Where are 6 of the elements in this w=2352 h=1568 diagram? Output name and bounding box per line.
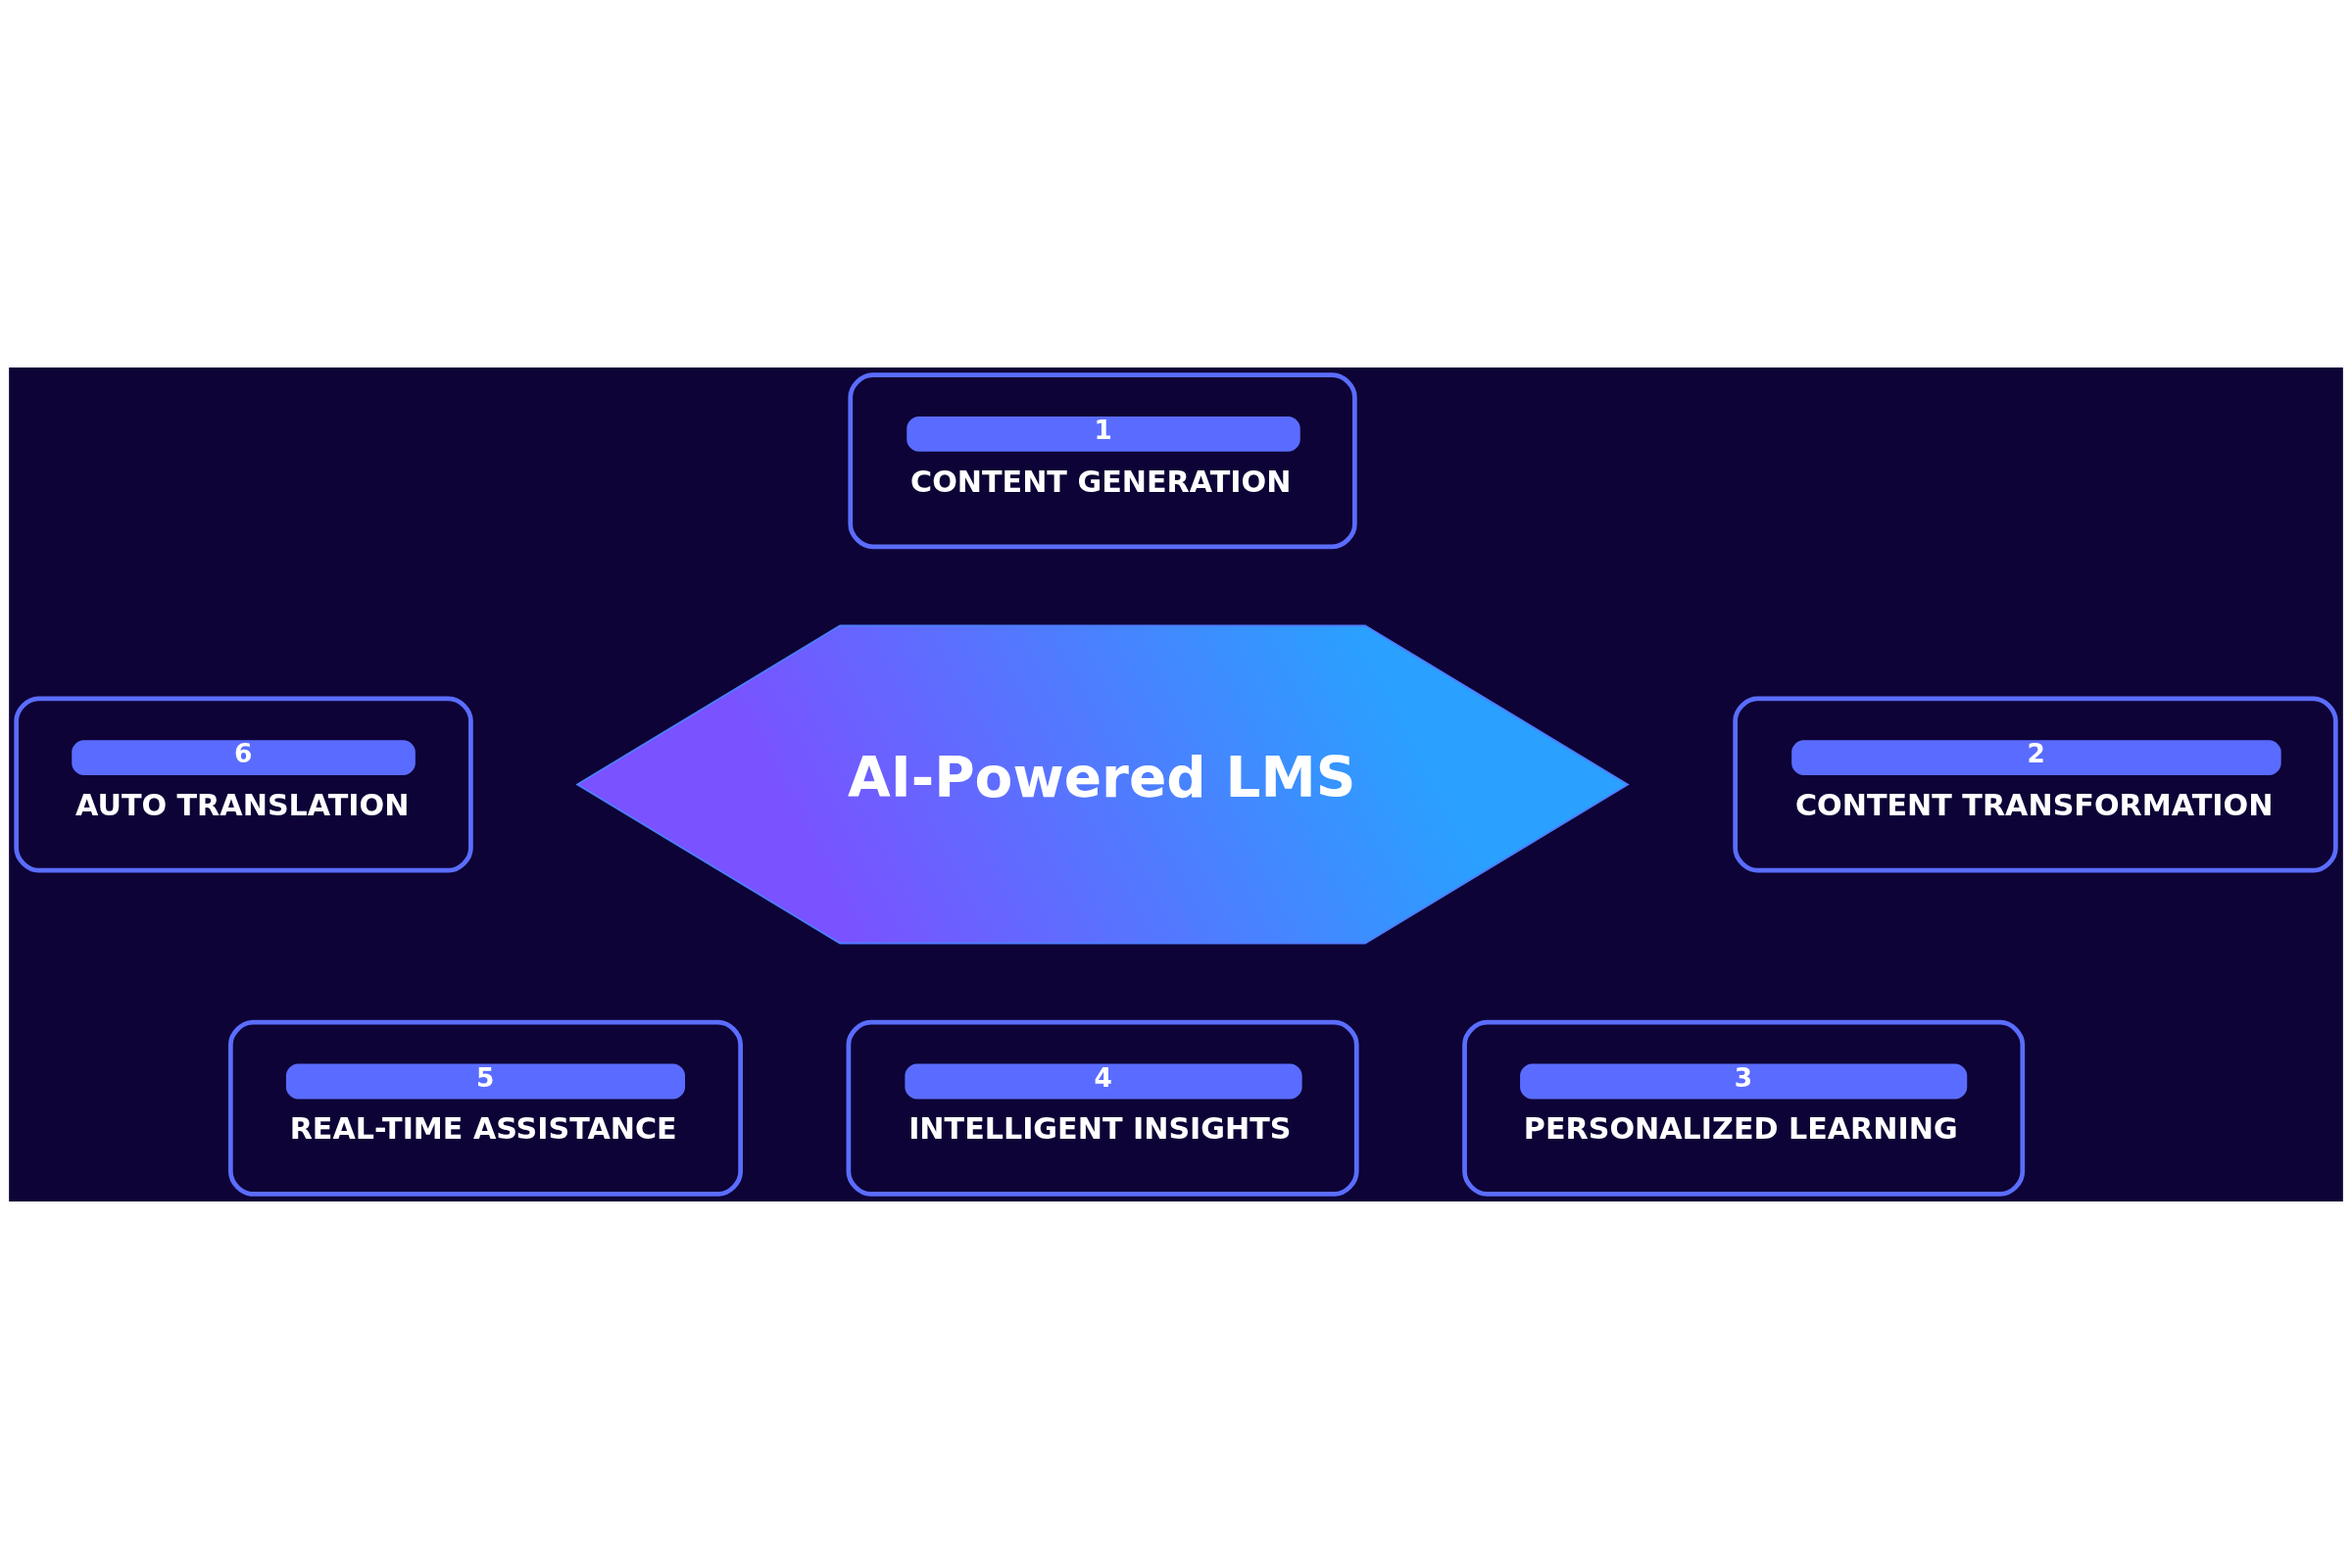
node-box: 2 CONTENT TRANSFORMATION bbox=[1733, 696, 2338, 872]
node-box: 6 AUTO TRANSLATION bbox=[14, 696, 473, 872]
node-box: 1 CONTENT GENERATION bbox=[848, 371, 1357, 549]
node-box: 3 PERSONALIZED LEARNING bbox=[1462, 1019, 2026, 1197]
node-box: 4 INTELLIGENT INSIGHTS bbox=[846, 1019, 1359, 1197]
node-box: 5 REAL-TIME ASSISTANCE bbox=[228, 1019, 743, 1197]
